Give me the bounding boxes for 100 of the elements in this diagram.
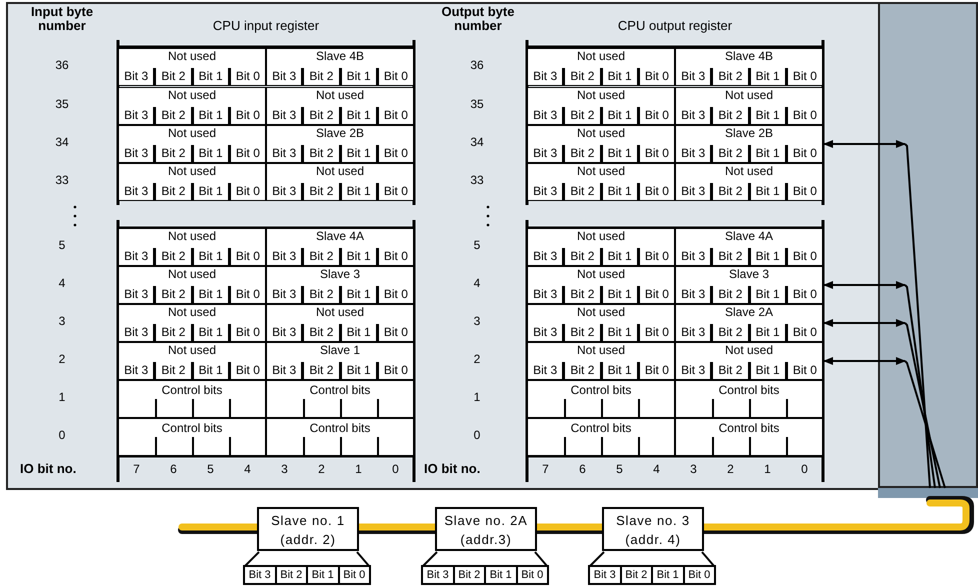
bit-label: Bit 3 bbox=[680, 107, 706, 124]
bit-number: 1 bbox=[763, 462, 772, 476]
slave-box bbox=[435, 507, 537, 551]
cell-heading: Not used bbox=[166, 344, 218, 357]
bit-label: Bit 3 bbox=[123, 362, 150, 379]
slave-label: Slave no. 1 (addr. 2) bbox=[270, 512, 346, 549]
bit-label: Bit 2 bbox=[452, 567, 484, 583]
byte-number: 1 bbox=[58, 390, 66, 404]
register-cell bbox=[118, 87, 266, 125]
bit-number: 3 bbox=[280, 462, 289, 476]
bit-label: Bit 0 bbox=[682, 567, 714, 583]
bit-number: 5 bbox=[615, 462, 624, 476]
register-cell bbox=[527, 163, 675, 201]
cell-heading: Control bits bbox=[570, 384, 632, 397]
byte-number: 36 bbox=[54, 58, 70, 72]
bit-label: Bit 3 bbox=[123, 145, 150, 162]
register-cell bbox=[266, 266, 414, 304]
bit-number: 3 bbox=[689, 462, 698, 476]
byte-number: 3 bbox=[472, 314, 482, 328]
byte-number: 33 bbox=[54, 173, 70, 187]
bit-label: Bit 3 bbox=[680, 68, 706, 85]
slave-bit-strip bbox=[588, 565, 716, 585]
bit-label: Bit 3 bbox=[123, 183, 150, 200]
register-cell bbox=[118, 125, 266, 163]
cell-heading: Not used bbox=[166, 306, 218, 319]
register-cell bbox=[527, 266, 675, 304]
bit-label: Bit 3 bbox=[271, 183, 298, 200]
byte-number: 2 bbox=[472, 352, 482, 366]
bit-number: 0 bbox=[391, 462, 400, 476]
bit-number: 4 bbox=[652, 462, 661, 476]
cell-heading: Not used bbox=[576, 268, 626, 281]
cell-heading: Not used bbox=[314, 89, 366, 102]
bit-label: Bit 2 bbox=[153, 183, 190, 200]
register-cell bbox=[527, 48, 675, 86]
register-cell bbox=[675, 87, 823, 125]
byte-number: 4 bbox=[472, 276, 482, 290]
cell-heading: Slave 4B bbox=[724, 50, 774, 63]
arrow bbox=[823, 357, 906, 365]
bit-label: Bit 3 bbox=[123, 324, 150, 341]
bit-number: 5 bbox=[206, 462, 215, 476]
bit-number: 2 bbox=[317, 462, 326, 476]
column-heading: Output byte number bbox=[440, 5, 516, 33]
cell-heading: Not used bbox=[576, 165, 626, 178]
register-title: CPU output register bbox=[616, 18, 734, 33]
bit-number: 2 bbox=[726, 462, 735, 476]
register-cell bbox=[527, 304, 675, 342]
cell-heading: Control bits bbox=[570, 422, 632, 435]
register-cell bbox=[118, 228, 266, 266]
bit-label: Bit 3 bbox=[271, 107, 298, 124]
arrow bbox=[823, 319, 906, 327]
register-cell bbox=[118, 266, 266, 304]
register-cell bbox=[266, 163, 414, 201]
bit-label: Bit 3 bbox=[248, 568, 272, 583]
bit-label: Bit 1 bbox=[484, 567, 516, 583]
byte-number: 4 bbox=[58, 276, 66, 290]
byte-number: 33 bbox=[469, 173, 485, 187]
arrow bbox=[823, 281, 906, 289]
byte-number: 5 bbox=[58, 238, 66, 252]
slave-label: Slave no. 2A (addr.3) bbox=[443, 512, 529, 549]
register-cell bbox=[675, 342, 823, 380]
bit-label: Bit 3 bbox=[680, 183, 706, 200]
register-cell bbox=[266, 418, 414, 456]
register-cell bbox=[118, 418, 266, 456]
register-cell bbox=[527, 87, 675, 125]
cell-heading: Not used bbox=[724, 165, 774, 178]
bit-label: Bit 2 bbox=[620, 567, 651, 583]
cell-heading: Control bits bbox=[718, 422, 780, 435]
bit-label: Bit 0 bbox=[516, 567, 547, 583]
register-cell bbox=[266, 48, 414, 86]
register-cell bbox=[527, 125, 675, 163]
bit-label: Bit 3 bbox=[532, 68, 558, 85]
bit-number: 6 bbox=[169, 462, 178, 476]
slave-bit-strip bbox=[243, 565, 371, 585]
cell-heading: Not used bbox=[166, 230, 218, 243]
bit-label: Bit 3 bbox=[123, 68, 150, 85]
register-cell bbox=[266, 125, 414, 163]
bit-label: Bit 0 bbox=[376, 183, 413, 200]
cell-heading: Slave 3 bbox=[318, 268, 362, 281]
register-cell bbox=[266, 380, 414, 418]
bit-label: Bit 1 bbox=[338, 183, 376, 200]
register-cell bbox=[675, 163, 823, 201]
register-cell bbox=[266, 304, 414, 342]
bit-label: Bit 3 bbox=[532, 286, 558, 303]
byte-number: 3 bbox=[58, 314, 66, 328]
bit-label: Bit 3 bbox=[532, 145, 558, 162]
bit-number: 7 bbox=[132, 462, 141, 476]
cell-heading: Not used bbox=[576, 344, 626, 357]
bit-label: Bit 3 bbox=[271, 286, 298, 303]
bit-label: Bit 3 bbox=[680, 248, 706, 265]
bit-label: Bit 3 bbox=[532, 107, 558, 124]
register-cell bbox=[675, 418, 823, 456]
register-cell bbox=[118, 342, 266, 380]
bit-number: 7 bbox=[541, 462, 550, 476]
register-cell bbox=[675, 125, 823, 163]
byte-number: 34 bbox=[54, 135, 70, 149]
cell-heading: Not used bbox=[166, 268, 218, 281]
bit-label: Bit 3 bbox=[271, 145, 298, 162]
byte-number: 0 bbox=[58, 428, 66, 442]
row-heading: IO bit no. bbox=[20, 461, 78, 476]
bit-label: Bit 3 bbox=[271, 248, 298, 265]
